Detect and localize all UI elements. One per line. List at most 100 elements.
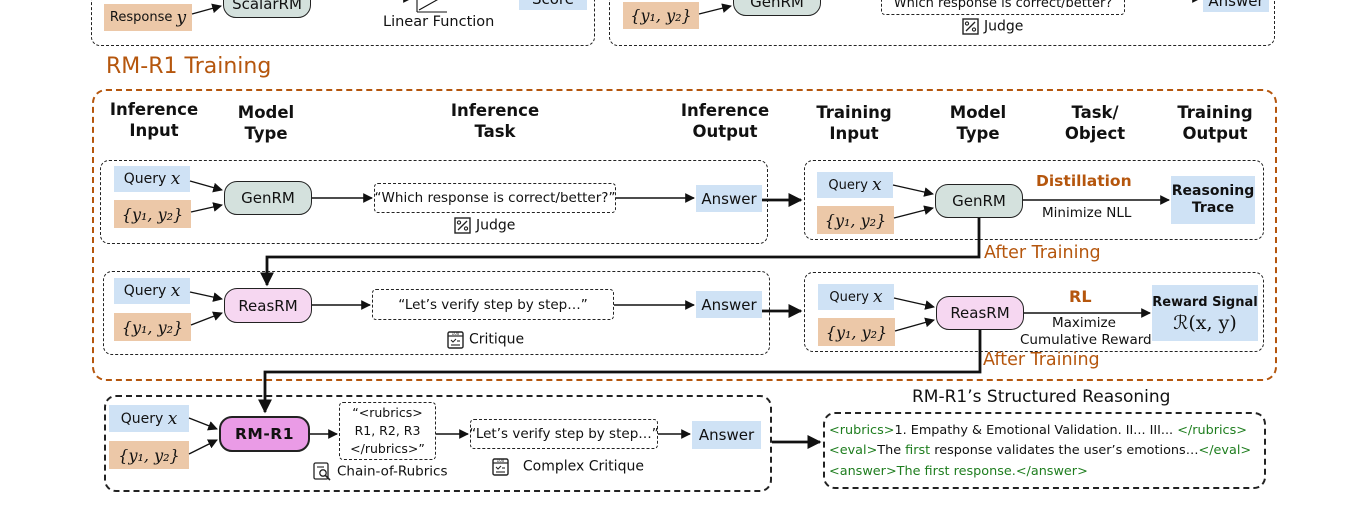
row2-train-query-label: Query <box>829 289 869 305</box>
row3-pair-box: {y₁, y₂} <box>109 441 189 469</box>
top-score-box: Score <box>519 0 587 10</box>
row1-train-pair-box: {y₁, y₂} <box>817 206 894 234</box>
top-answer-label: Answer <box>1208 0 1264 10</box>
after-training-2: After Training <box>983 350 1100 370</box>
row1-query-label: Query <box>123 171 167 187</box>
rubrics-close-tag: </rubrics> <box>1177 423 1247 438</box>
svg-text:100: 100 <box>452 331 460 336</box>
header-inference-output: Inference Output <box>680 101 770 141</box>
structured-line-3: <answer>The first response.</answer> <box>829 464 1088 479</box>
row2-quote-box: “Let’s verify step by step…” <box>372 289 614 320</box>
rubrics-line-2: R1, R2, R3 <box>354 423 421 438</box>
row1-query-box: Query x <box>114 166 190 192</box>
header-model-type-2: Model Type <box>949 103 1007 143</box>
row2-pair-label: {y₁, y₂} <box>121 317 184 337</box>
row1-method-desc: Minimize NLL <box>1042 205 1132 221</box>
row1-method: Distillation <box>1036 172 1132 190</box>
top-response-var: y <box>176 7 187 28</box>
structured-line-2: <eval>The first response validates the u… <box>829 443 1251 458</box>
row2-train-reasrm-box: ReasRM <box>936 296 1024 330</box>
row2-reasrm-label: ReasRM <box>238 296 298 315</box>
row1-judge: Judge <box>454 217 515 234</box>
rubrics-line-3: </rubrics>” <box>350 441 425 456</box>
judge-percent-icon <box>454 217 471 234</box>
structured-title: RM-R1’s Structured Reasoning <box>912 387 1171 407</box>
top-genrm-label: GenRM <box>750 0 804 11</box>
row3-pair-label: {y₁, y₂} <box>118 445 180 465</box>
row3-quote-text: “Let’s verify step by step…” <box>469 426 659 442</box>
row1-train-query-box: Query x <box>817 172 893 198</box>
header-model-type-1: Model Type <box>237 103 295 143</box>
after-training-1: After Training <box>984 243 1101 263</box>
top-left-panel <box>91 0 595 46</box>
rm-r1-model-box: RM-R1 <box>219 416 310 452</box>
row1-pair-box: {y₁, y₂} <box>114 200 191 228</box>
row1-inference-panel <box>100 160 768 244</box>
row3-query-var: x <box>167 408 178 429</box>
row2-reward-signal-formula: ℛ(x, y) <box>1173 312 1237 334</box>
rm-r1-model-label: RM-R1 <box>234 425 294 443</box>
structured-line-3-text: The first response. <box>896 464 1016 479</box>
row2-train-query-var: x <box>873 287 883 307</box>
row3-answer-label: Answer <box>698 426 755 444</box>
rubrics-box: “<rubrics> R1, R2, R3 </rubrics>” <box>339 402 436 460</box>
row1-train-query-var: x <box>872 175 882 195</box>
row2-method: RL <box>1069 287 1092 306</box>
critique-notepad-icon: 100 <box>447 331 464 349</box>
eval-close-tag: </eval> <box>1198 443 1252 458</box>
answer-open-tag: <answer> <box>829 464 897 479</box>
row1-judge-label: Judge <box>476 217 516 234</box>
top-scalar-rm-box: ScalarRM <box>223 0 311 18</box>
row2-query-box: Query x <box>114 278 190 304</box>
answer-close-tag: </answer> <box>1015 464 1088 479</box>
row2-inference-panel <box>103 271 770 355</box>
rubrics-open-tag: <rubrics> <box>829 423 895 438</box>
rubrics-line-1: “<rubrics> <box>352 405 423 420</box>
row1-genrm-box: GenRM <box>224 181 312 215</box>
row2-critique: 100 Critique <box>447 330 524 349</box>
row2-method-desc-1: Maximize <box>1052 315 1116 331</box>
linear-function-icon <box>416 0 447 13</box>
row3-query-label: Query <box>120 410 164 427</box>
rubric-search-icon <box>313 462 331 481</box>
chain-of-rubrics-label: Chain-of-Rubrics <box>337 463 448 480</box>
row2-critique-label: Critique <box>469 331 525 348</box>
judge-percent-icon <box>962 18 979 35</box>
row1-answer-box: Answer <box>696 185 762 212</box>
row1-train-genrm-box: GenRM <box>935 184 1023 218</box>
section-title: RM-R1 Training <box>106 54 272 79</box>
row3-query-box: Query x <box>109 405 189 432</box>
row1-reasoning-trace-label: Reasoning Trace <box>1171 183 1255 216</box>
row2-train-reasrm-label: ReasRM <box>950 304 1010 322</box>
row2-query-label: Query <box>123 283 167 299</box>
row2-reasrm-box: ReasRM <box>224 288 312 323</box>
header-task-object: Task/ Object <box>1064 103 1126 143</box>
svg-text:100: 100 <box>497 458 505 463</box>
rm-r1-panel <box>104 395 772 492</box>
top-score-label: Score <box>532 0 574 8</box>
top-response-box: Response y <box>104 4 192 31</box>
row2-answer-box: Answer <box>696 291 762 318</box>
row2-quote-text: “Let’s verify step by step…” <box>398 296 588 313</box>
row2-query-var: x <box>170 281 181 301</box>
row2-train-pair-label: {y₁, y₂} <box>825 322 888 342</box>
complex-critique-label: Complex Critique <box>522 458 644 475</box>
complex-critique: 100 Complex Critique <box>492 457 644 476</box>
structured-line-2-text: response validates the user’s emotions… <box>930 443 1199 458</box>
top-pair-box: {y₁, y₂} <box>623 2 699 29</box>
top-quote-box: Which response is correct/better? <box>881 0 1125 15</box>
top-quote-text: Which response is correct/better? <box>893 0 1113 11</box>
chain-of-rubrics: Chain-of-Rubrics <box>313 462 448 481</box>
row3-quote-box: “Let’s verify step by step…” <box>469 419 659 449</box>
top-answer-box: Answer <box>1203 0 1269 12</box>
row2-training-panel <box>804 272 1264 352</box>
critique-notepad-icon: 100 <box>492 458 509 476</box>
row1-genrm-label: GenRM <box>241 189 295 207</box>
row1-reasoning-trace-box: Reasoning Trace <box>1171 176 1255 224</box>
structured-line-1: <rubrics>1. Empathy & Emotional Validati… <box>829 423 1247 438</box>
header-training-input: Training Input <box>816 103 892 143</box>
structured-line-2-pre: The <box>877 443 906 458</box>
eval-open-tag: <eval> <box>829 443 878 458</box>
row1-query-var: x <box>170 169 181 189</box>
row2-answer-label: Answer <box>701 295 757 314</box>
